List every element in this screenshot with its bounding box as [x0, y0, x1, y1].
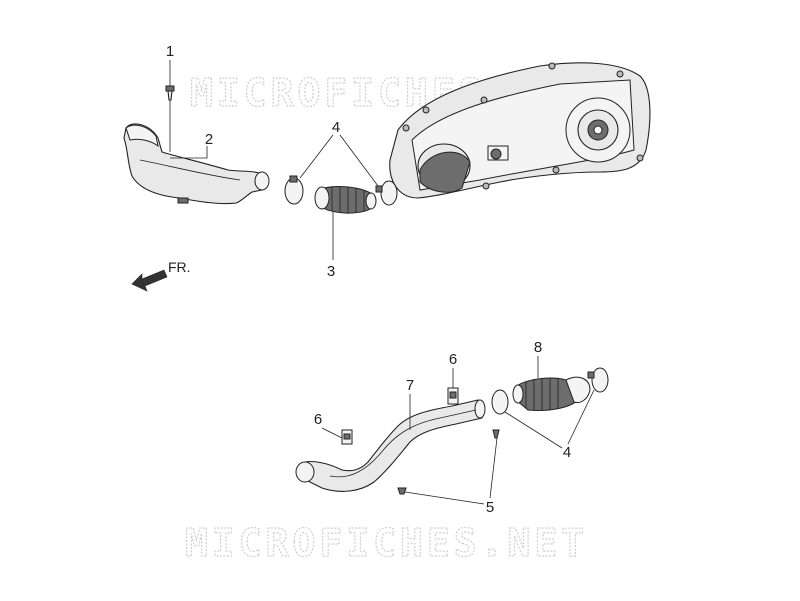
bellows-part-8	[512, 376, 591, 411]
callout-4-bottom: 4	[563, 444, 571, 461]
clamp-ring-bottom-right	[587, 367, 609, 393]
callout-6-lower: 6	[314, 411, 322, 428]
screw-part-1	[165, 85, 175, 101]
clip-part-6-upper	[447, 387, 459, 405]
callout-5: 5	[486, 499, 494, 516]
intake-pipe-part-7	[295, 399, 486, 492]
clip-part-6-lower	[341, 429, 353, 445]
leader-lines-top	[169, 60, 379, 260]
front-arrow-icon	[131, 269, 168, 292]
callout-1: 1	[166, 43, 174, 60]
front-direction-indicator: FR.	[131, 259, 191, 292]
clamp-ring-top-right	[375, 180, 398, 206]
callout-6-upper: 6	[449, 351, 457, 368]
direction-label: FR.	[168, 259, 191, 275]
callout-2: 2	[205, 131, 213, 148]
callout-4-top: 4	[332, 119, 340, 136]
transmission-cover	[389, 62, 651, 199]
screw-part-5-a	[492, 429, 500, 439]
clamp-ring-top-left	[284, 175, 304, 205]
bellows-part-3	[314, 186, 377, 214]
callout-8: 8	[534, 339, 542, 356]
air-intake-duct-part-2	[123, 123, 270, 205]
callout-7: 7	[406, 377, 414, 394]
watermark-bottom: MICROFICHES.NET	[185, 521, 588, 565]
clamp-ring-bottom-left	[491, 389, 509, 415]
callout-3: 3	[327, 263, 335, 280]
leader-lines-bottom	[321, 356, 595, 505]
screw-part-5-b	[397, 487, 407, 495]
